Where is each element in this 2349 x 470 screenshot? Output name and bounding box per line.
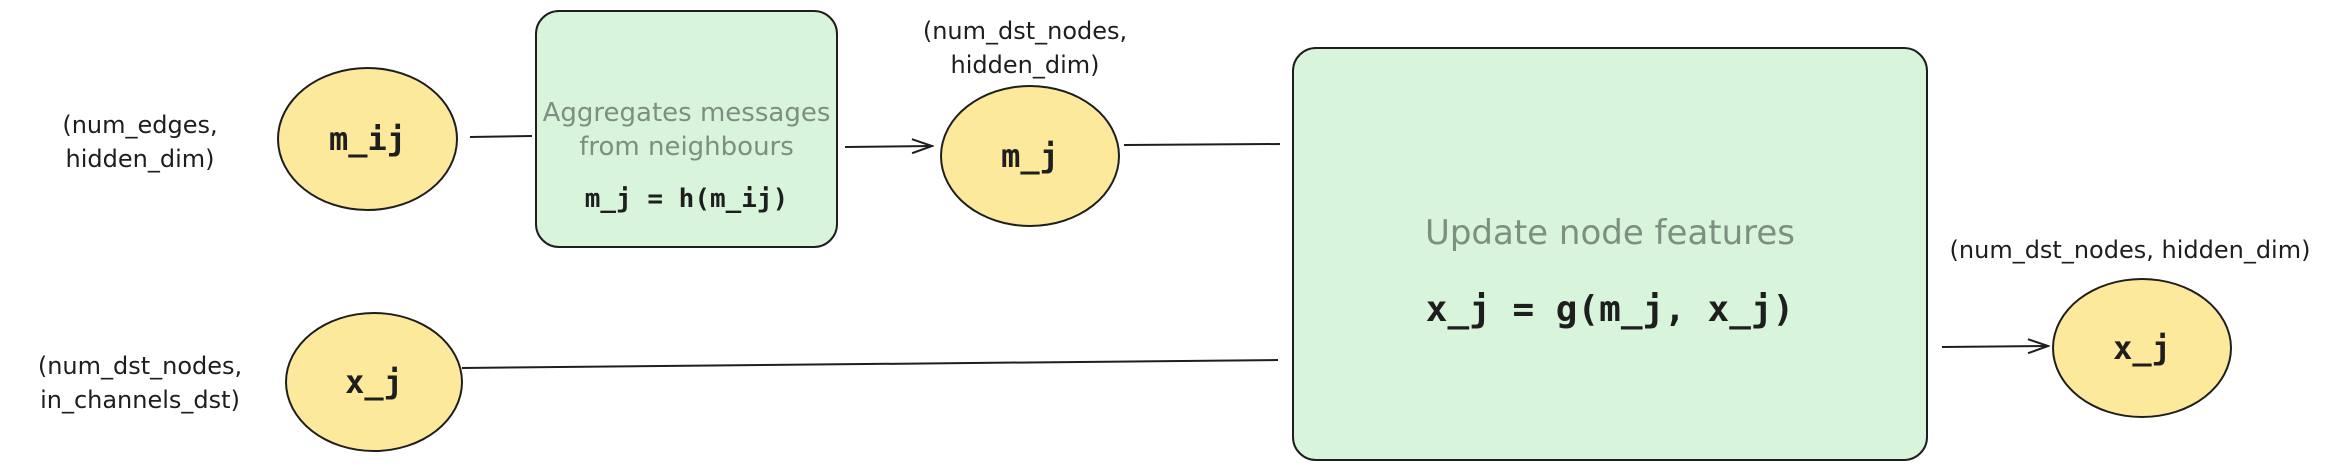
- aggregated-messages-shape-line2: hidden_dim): [950, 51, 1100, 79]
- update-to-output-arrow: [1941, 346, 2048, 347]
- update-node-features-box: Update node features x_j = g(m_j, x_j): [1292, 47, 1928, 461]
- dst-input-shape-line1: (num_dst_nodes,: [37, 352, 243, 380]
- aggregated-to-update-connector: [1123, 143, 1281, 146]
- aggregated-messages-shape-line1: (num_dst_nodes,: [922, 17, 1128, 45]
- dst-features-input-node-label: x_j: [345, 363, 403, 401]
- edge-messages-shape-label: (num_edges, hidden_dim): [40, 108, 240, 176]
- aggregated-messages-node: m_j: [940, 85, 1120, 227]
- edge-messages-node-label: m_ij: [328, 120, 407, 158]
- dst-input-shape-label: (num_dst_nodes, in_channels_dst): [20, 349, 260, 417]
- aggregated-messages-node-label: m_j: [1001, 137, 1059, 175]
- aggregate-to-node-arrow: [844, 146, 932, 147]
- edge-messages-shape-line1: (num_edges,: [62, 111, 218, 139]
- dst-input-shape-line2: in_channels_dst): [40, 386, 240, 414]
- dst-features-output-node: x_j: [2052, 278, 2232, 418]
- edge-to-aggregate-connector: [469, 135, 533, 138]
- aggregate-box-formula: m_j = h(m_ij): [584, 184, 789, 214]
- output-shape-label: (num_dst_nodes, hidden_dim): [1949, 236, 2311, 264]
- edge-messages-node: m_ij: [277, 67, 458, 211]
- dst-features-input-node: x_j: [285, 312, 463, 452]
- dst-input-to-update-connector: [461, 359, 1279, 369]
- update-box-formula: x_j = g(m_j, x_j): [1425, 289, 1795, 330]
- dst-features-output-node-label: x_j: [2113, 329, 2171, 367]
- update-box-title: Update node features: [1424, 213, 1796, 253]
- aggregate-messages-box: Aggregates messages from neighbours m_j …: [535, 10, 838, 248]
- edge-messages-shape-line2: hidden_dim): [65, 145, 215, 173]
- aggregate-box-title-line2: from neighbours: [579, 132, 794, 162]
- aggregated-messages-shape-label: (num_dst_nodes, hidden_dim): [915, 14, 1135, 82]
- aggregate-box-title-line1: Aggregates messages: [542, 98, 831, 128]
- aggregate-box-title: Aggregates messages from neighbours: [537, 96, 836, 164]
